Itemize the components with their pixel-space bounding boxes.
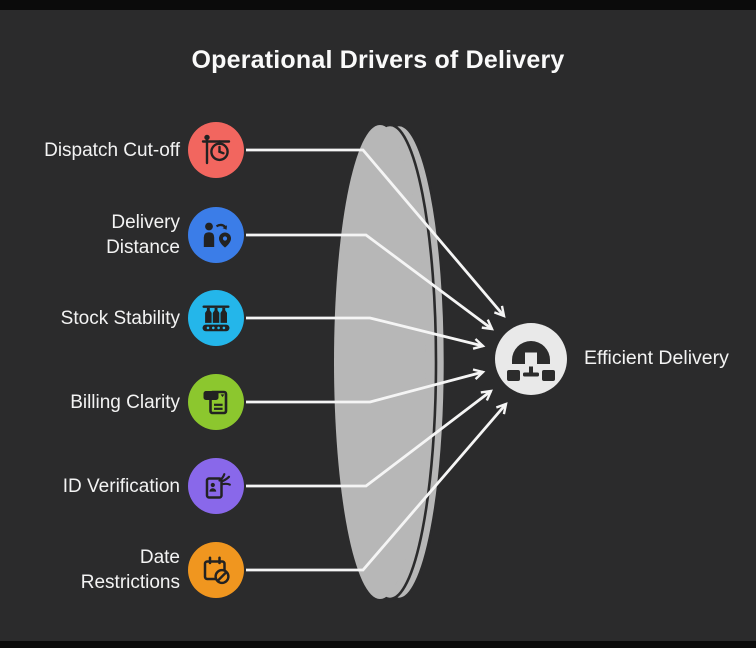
person-route-pin-icon <box>203 222 231 248</box>
driver-badge-date-restrictions <box>188 542 244 598</box>
driver-badge-id-verification <box>188 458 244 514</box>
efficient-delivery-node <box>495 323 567 395</box>
id-card-hand-icon <box>205 473 231 499</box>
funnel-lens <box>334 123 447 601</box>
top-letterbox-bar <box>0 0 756 10</box>
label-line: Distance <box>106 237 180 258</box>
label-line: Delivery <box>111 212 180 233</box>
bottom-letterbox-bar <box>0 641 756 648</box>
calendar-blocked-icon <box>203 556 230 585</box>
driver-badge-stock-stability <box>188 290 244 346</box>
driver-badge-dispatch-cutoff <box>188 122 244 178</box>
driver-label-id-verification: ID Verification <box>0 458 180 514</box>
driver-label-delivery-distance: Delivery Distance <box>0 207 180 263</box>
conveyor-bottles-icon <box>202 305 230 332</box>
page-title: Operational Drivers of Delivery <box>191 46 565 74</box>
label-line: Dispatch Cut-off <box>44 139 180 161</box>
driver-label-stock-stability: Stock Stability <box>0 290 180 346</box>
converging-arrows <box>246 148 508 572</box>
driver-label-billing-clarity: Billing Clarity <box>0 374 180 430</box>
station-clock-icon <box>201 134 231 165</box>
driver-badge-delivery-distance <box>188 207 244 263</box>
driver-label-date-restrictions: Date Restrictions <box>0 542 180 598</box>
label-line: Date <box>139 547 180 568</box>
label-line: ID Verification <box>62 475 180 497</box>
label-line: Restrictions <box>80 572 180 593</box>
driver-badge-billing-clarity <box>188 374 244 430</box>
warehouse-network-icon <box>507 341 555 381</box>
label-line: Billing Clarity <box>70 391 180 413</box>
receipt-printer-icon <box>203 390 228 415</box>
label-line: Stock Stability <box>60 307 180 329</box>
driver-label-dispatch-cutoff: Dispatch Cut-off <box>0 122 180 178</box>
efficient-delivery-label: Efficient Delivery <box>584 347 729 369</box>
